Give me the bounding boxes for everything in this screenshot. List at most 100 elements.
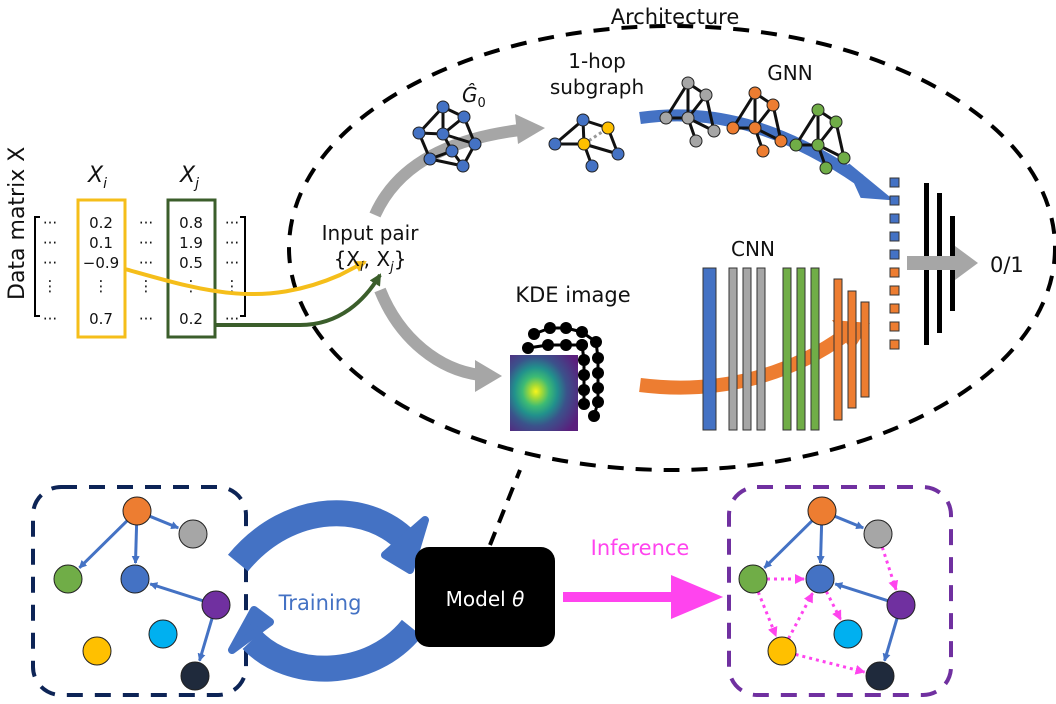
- feature-cell: [890, 214, 899, 223]
- known-edge: [79, 521, 127, 568]
- chain-node: [542, 339, 554, 351]
- graph-node: [54, 565, 82, 593]
- chain-node: [578, 384, 590, 396]
- chain-node: [576, 326, 588, 338]
- matrix-left-bracket: [35, 217, 40, 316]
- chain-node: [522, 342, 534, 354]
- inferred-edge: [826, 591, 840, 619]
- chain-node: [578, 398, 590, 410]
- graph-node: [446, 145, 458, 157]
- graph-node: [612, 148, 624, 160]
- graph-node: [866, 662, 894, 690]
- chain-node: [578, 354, 590, 366]
- col-i-values: 0.20.1−0.9⋮0.7: [83, 214, 119, 328]
- graph-node: [577, 114, 589, 126]
- known-edge: [200, 618, 212, 660]
- chain-node: [592, 396, 604, 408]
- graph-node: [864, 520, 892, 548]
- graph-node: [424, 153, 436, 165]
- feature-cell: [890, 322, 899, 331]
- graph-node: [812, 139, 824, 151]
- graph-node: [457, 160, 469, 172]
- training-label[interactable]: Training: [278, 591, 362, 615]
- matrix-ellipsis-cell: ···: [43, 310, 57, 328]
- cnn-layer: [729, 268, 737, 430]
- kde-heatmap: [510, 355, 578, 431]
- matrix-ellipsis-cell: ···: [43, 254, 57, 272]
- cnn-layer: [861, 302, 869, 397]
- feature-cell: [890, 268, 899, 277]
- chain-node: [528, 328, 540, 340]
- cnn-layer: [811, 268, 819, 430]
- feature-cell: [890, 304, 899, 313]
- known-edge: [835, 584, 887, 601]
- graph-node: [739, 565, 767, 593]
- graph-node: [123, 497, 151, 525]
- training-arrow-bottom: [252, 628, 412, 669]
- cnn-layer: [783, 268, 791, 430]
- chain-node: [588, 410, 600, 422]
- feature-cell: [890, 340, 899, 349]
- g0-label: Ĝ0: [462, 83, 486, 111]
- graph-node: [413, 127, 425, 139]
- graph-node: [757, 145, 769, 157]
- gnn-flow-arrowhead: [848, 165, 888, 198]
- graph-node: [830, 116, 842, 128]
- chain-node: [560, 339, 572, 351]
- graph-node: [812, 104, 824, 116]
- data-matrix: Data matrix X Xi Xj 0.20.1−0.9⋮0.7 0.81.…: [5, 147, 245, 337]
- inference-label[interactable]: Inference: [591, 536, 690, 560]
- graph-node: [586, 160, 598, 172]
- graph-node: [749, 87, 761, 99]
- graph-node: [808, 497, 836, 525]
- chain-node: [544, 322, 556, 334]
- gnn-label: GNN: [767, 61, 812, 85]
- cnn-layers: [703, 268, 869, 430]
- col-i-header: Xi: [87, 163, 107, 192]
- upper-branch-arrowhead: [515, 114, 545, 144]
- feature-cell: [890, 250, 899, 259]
- graph-node: [768, 637, 796, 665]
- graph-node: [708, 125, 720, 137]
- feature-cell: [890, 286, 899, 295]
- graph-node: [549, 138, 561, 150]
- col-j-header: Xj: [179, 163, 199, 192]
- matrix-ellipsis-cell: ···: [225, 214, 239, 232]
- graph-node: [602, 122, 614, 134]
- inference-arrow[interactable]: [565, 578, 718, 616]
- graph-node: [682, 77, 694, 89]
- graph-node: [202, 591, 230, 619]
- chain-node: [578, 369, 590, 381]
- gnn-graphs: [660, 77, 850, 174]
- graph-node: [775, 135, 787, 147]
- matrix-ellipsis-cell: ···: [139, 214, 153, 232]
- graph-node: [682, 112, 694, 124]
- known-edge: [885, 618, 897, 660]
- matrix-ellipsis-cell: ···: [43, 214, 57, 232]
- feature-cell: [890, 178, 899, 187]
- model-to-architecture-connector: [490, 470, 520, 545]
- model-label: Model θ: [446, 587, 525, 611]
- lower-branch-arrowhead: [475, 360, 502, 392]
- cnn-layer: [848, 291, 856, 408]
- matrix-ellipsis-cell: ···: [225, 254, 239, 272]
- graph-node: [149, 620, 177, 648]
- graph-node: [834, 620, 862, 648]
- graph-node: [469, 138, 481, 150]
- lower-branch-arrow: [380, 290, 480, 375]
- graph-node: [790, 139, 802, 151]
- kde-label: KDE image: [515, 283, 630, 307]
- graph-node: [700, 89, 712, 101]
- graph-node: [121, 565, 149, 593]
- col-i-value: 0.7: [89, 310, 113, 328]
- output-label: 0/1: [990, 253, 1024, 277]
- known-edge: [135, 525, 136, 563]
- architecture-title: Architecture: [611, 5, 740, 29]
- graph-node: [690, 135, 702, 147]
- col-j-value: 1.9: [179, 234, 203, 252]
- xj-to-input-arrow: [215, 275, 380, 325]
- output-arrow: [907, 246, 978, 280]
- col-i-value: 0.1: [89, 234, 113, 252]
- graph-node: [179, 520, 207, 548]
